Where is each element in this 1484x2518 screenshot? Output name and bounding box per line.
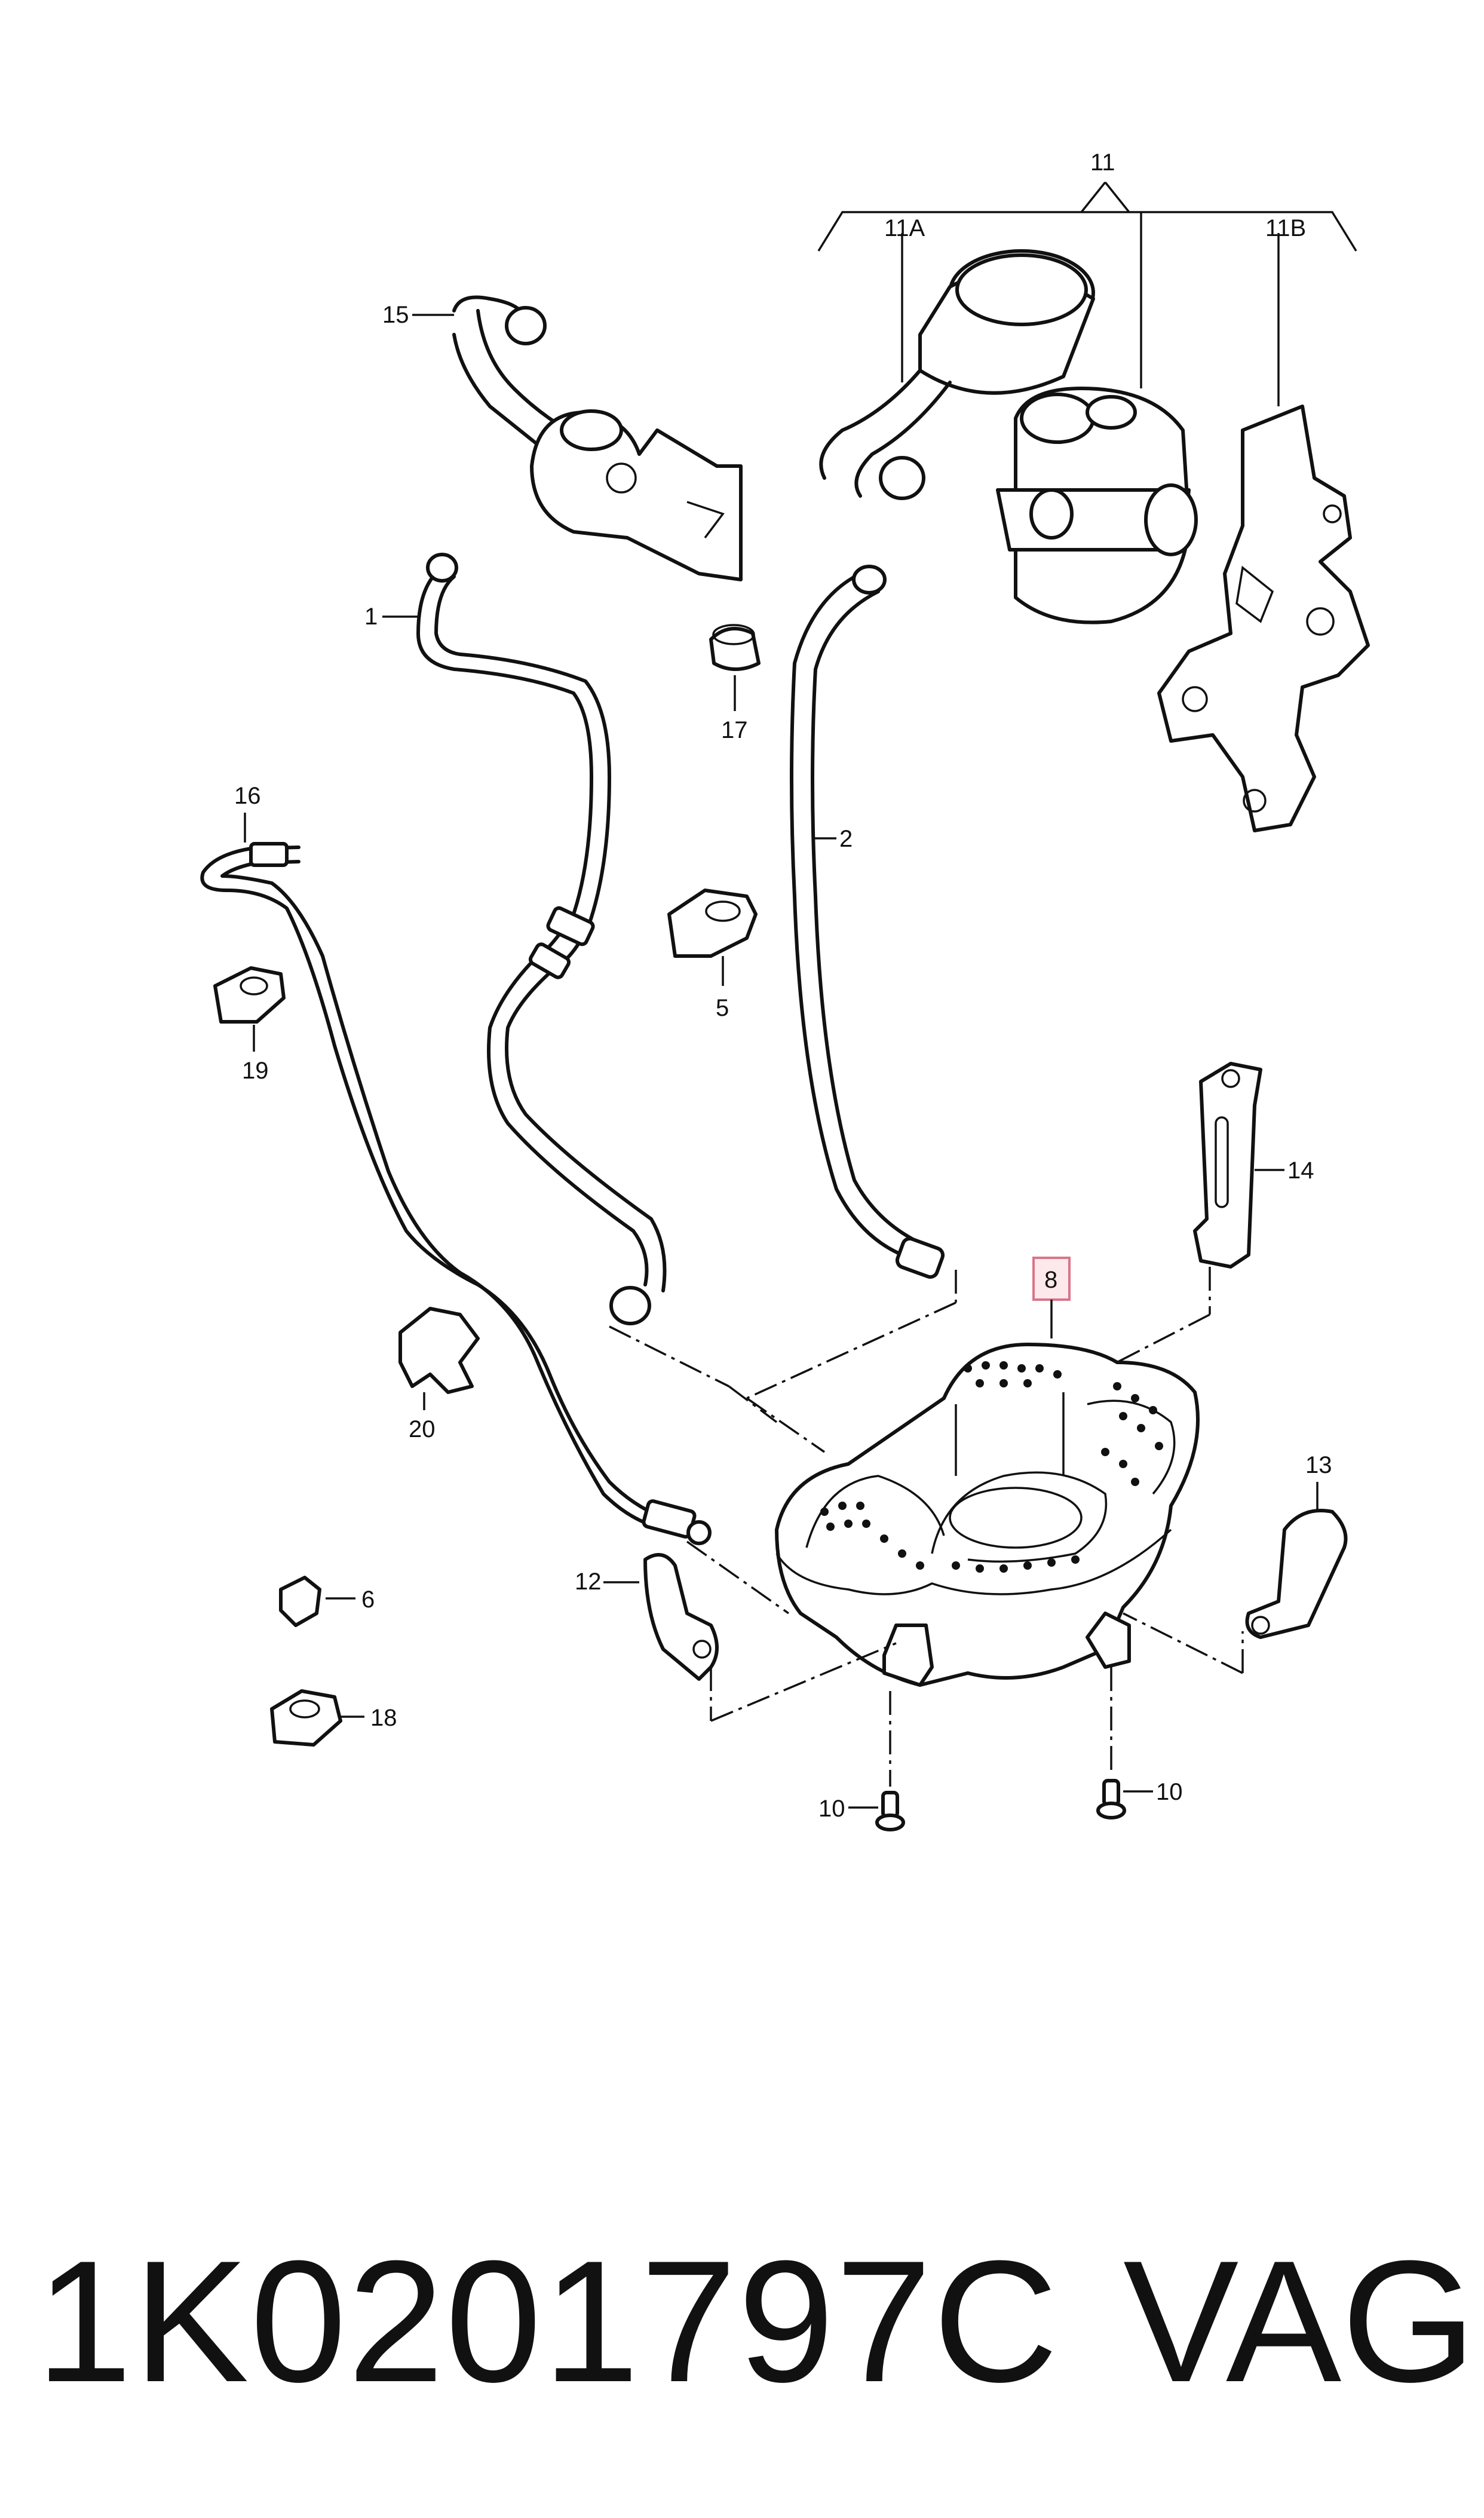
part-18-clip: 18 (270, 1689, 397, 1747)
part-15-combination-valve: 15 (382, 295, 743, 581)
callout-6: 6 (361, 1586, 375, 1613)
callout-11b: 11B (1265, 215, 1306, 241)
callout-16: 16 (234, 783, 261, 809)
part-14-bracket: 14 (1105, 1062, 1314, 1370)
callout-18: 18 (370, 1705, 397, 1731)
part-12-bracket: 12 (575, 1553, 897, 1722)
callout-1: 1 (364, 604, 378, 630)
part-number: 1K0201797C (36, 2225, 1060, 2418)
callout-12: 12 (575, 1569, 602, 1595)
part-11-secondary-air-pump (996, 387, 1198, 624)
callout-15: 15 (382, 302, 409, 328)
callout-2: 2 (839, 826, 853, 852)
callout-5: 5 (716, 995, 729, 1021)
part-20-clip: 20 (398, 1307, 480, 1442)
callout-11: 11 (1090, 149, 1115, 176)
part-1-hose: 1 (364, 553, 667, 1325)
callout-10-left: 10 (818, 1796, 845, 1822)
part-10-bolt-left: 10 (818, 1691, 905, 1831)
callout-17: 17 (721, 717, 748, 743)
part-8-housing: 8 (609, 1257, 1200, 1687)
callout-14: 14 (1287, 1157, 1314, 1184)
callout-13: 13 (1305, 1452, 1332, 1478)
callout-11-group: 11 11A 11B (817, 149, 1357, 406)
part-17-cap: 17 (709, 624, 761, 743)
callout-8: 8 (1044, 1267, 1057, 1293)
part-6-clip-nut: 6 (279, 1576, 375, 1627)
part-2-hose: 2 (790, 565, 945, 1279)
part-11a-air-filter (819, 249, 1095, 500)
callout-11a: 11A (884, 215, 925, 241)
callout-19: 19 (242, 1058, 269, 1084)
part-5-clip: 5 (667, 889, 758, 1021)
brand-name: VAG (1123, 2225, 1476, 2418)
part-10-bolt-right: 10 (1096, 1667, 1183, 1819)
callout-10-right: 10 (1156, 1779, 1183, 1805)
part-11b-bracket (1157, 405, 1370, 832)
housing-surface-dots (820, 1361, 1163, 1573)
part-13-bracket: 13 (1123, 1452, 1348, 1674)
part-19-clip: 19 (213, 966, 286, 1084)
part-16-pipe: 16 (200, 783, 712, 1545)
footer: 1K0201797C VAG (36, 2223, 1476, 2420)
callout-20: 20 (409, 1416, 436, 1442)
